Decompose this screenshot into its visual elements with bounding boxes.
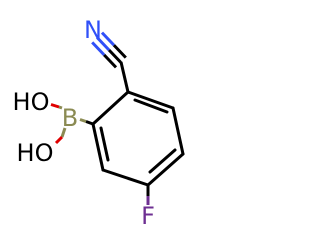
nitrile-bond-nitrogen-half-2 bbox=[96, 36, 111, 52]
nitrile-bond-carbon-half-1 bbox=[103, 53, 118, 69]
ring-inner-double-bond-2 bbox=[148, 148, 177, 174]
ring-inner-double-bond-1 bbox=[133, 98, 169, 114]
hydroxyl-top-label: HO bbox=[13, 88, 50, 116]
nitrile-bond-nitrogen-half-3 bbox=[100, 31, 115, 47]
nitrile-bond-carbon-half-2 bbox=[107, 48, 122, 64]
ring-bond-c1-c2 bbox=[126, 90, 175, 110]
nitrile-bond-nitrogen-half-1 bbox=[91, 41, 106, 56]
ring-bond-c4-c5 bbox=[101, 168, 150, 187]
nitrile-bond-carbon-half-3 bbox=[112, 44, 127, 59]
ring-to-boron-bond-carbon-half bbox=[85, 120, 94, 126]
ring-to-boron-bond-boron-half bbox=[79, 118, 87, 123]
boron-to-bottom-oh-bond-boron-half bbox=[60, 127, 67, 138]
fluorine-atom-label: F bbox=[141, 202, 155, 230]
ring-bond-c6-c1 bbox=[91, 90, 130, 126]
hydroxyl-bottom-label: HO bbox=[17, 139, 54, 167]
ring-bond-c5-c6 bbox=[91, 122, 105, 172]
boron-to-top-oh-bond-oxygen-half bbox=[50, 103, 60, 109]
boron-atom-label: B bbox=[62, 104, 78, 132]
ring-bond-c2-c3 bbox=[171, 106, 185, 156]
boron-to-bottom-oh-bond-oxygen-half bbox=[54, 135, 64, 145]
benzene-ring bbox=[91, 90, 185, 187]
ring-bond-c3-c4 bbox=[146, 152, 185, 187]
ring-inner-double-bond-3 bbox=[99, 126, 110, 162]
structure-diagram: N B HO HO F bbox=[13, 16, 185, 230]
boron-to-top-oh-bond-boron-half bbox=[58, 105, 63, 110]
ring-to-nitrile-bond bbox=[119, 61, 130, 93]
substituent-bonds bbox=[50, 61, 150, 205]
nitrile-triple-bond bbox=[91, 31, 127, 69]
nitrogen-atom-label: N bbox=[84, 16, 102, 44]
